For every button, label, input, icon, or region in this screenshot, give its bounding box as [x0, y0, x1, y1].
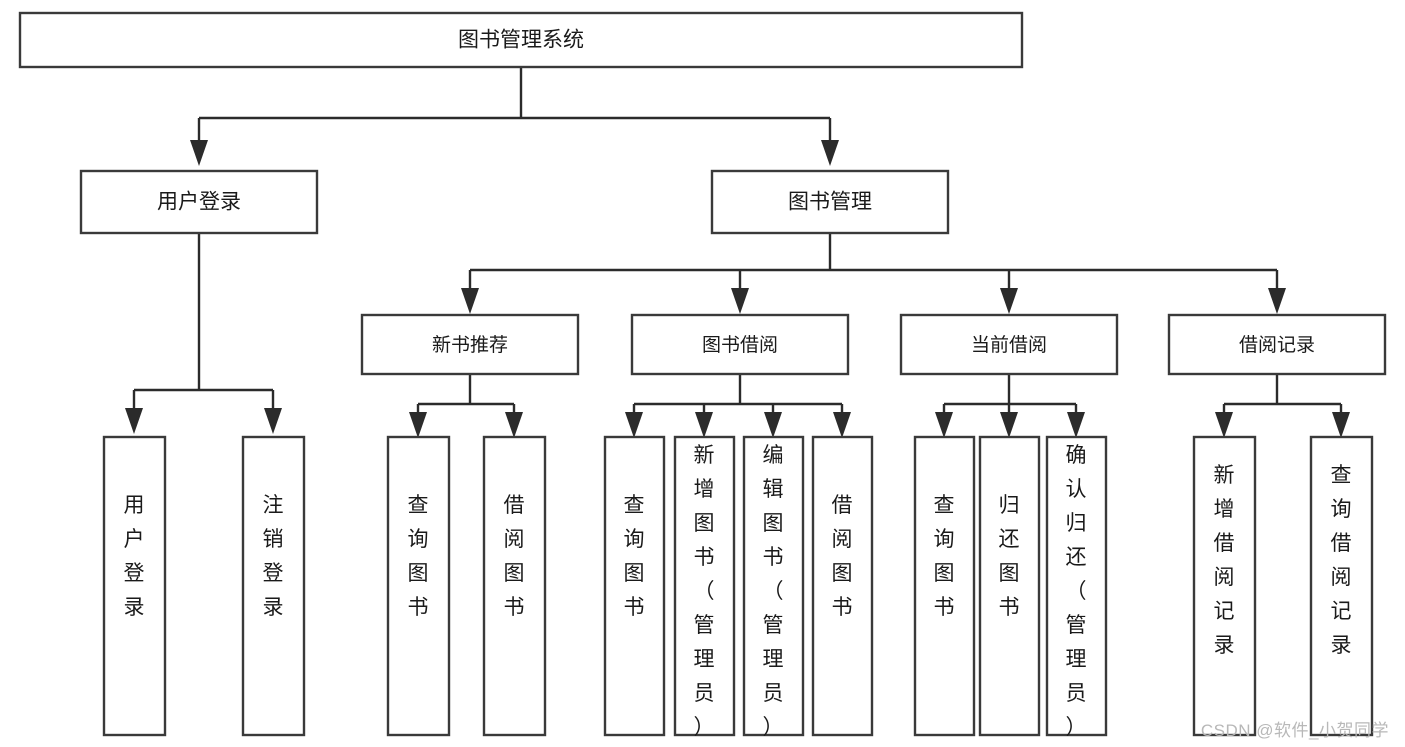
arrow-to-book-management: [821, 140, 839, 166]
leaf-edit-book-label: 编辑图书（管理员）: [763, 444, 784, 739]
arrow-to-leaf-query-book-1: [409, 412, 427, 438]
node-root[interactable]: 图书管理系统: [18, 11, 1024, 69]
leaf-query-book-2[interactable]: 查询图书: [603, 435, 666, 737]
leaf-logout[interactable]: 注销登录: [241, 435, 306, 737]
node-new-book-recommend-label: 新书推荐: [432, 334, 508, 356]
node-book-management[interactable]: 图书管理: [710, 169, 950, 235]
leaf-add-record-label: 新增借阅记录: [1214, 464, 1235, 657]
arrow-to-new-book-recommend: [461, 288, 479, 314]
node-user-login-label: 用户登录: [157, 191, 241, 214]
arrow-to-current-borrow: [1000, 288, 1018, 314]
connector-group-user-login: [125, 233, 282, 434]
arrow-to-leaf-logout: [264, 408, 282, 434]
connector-group-book-management: [461, 233, 1286, 314]
leaf-add-book[interactable]: 新增图书（管理员）: [673, 435, 736, 739]
node-current-borrow[interactable]: 当前借阅: [899, 313, 1119, 376]
connector-group-root: [190, 67, 839, 166]
node-book-management-label: 图书管理: [788, 191, 872, 214]
connector-group-current-borrow: [935, 374, 1085, 438]
connector-group-new-book-recommend: [409, 374, 523, 438]
leaf-query-book-3[interactable]: 查询图书: [913, 435, 976, 737]
arrow-to-leaf-add-record: [1215, 412, 1233, 438]
node-new-book-recommend[interactable]: 新书推荐: [360, 313, 580, 376]
leaf-edit-book[interactable]: 编辑图书（管理员）: [742, 435, 805, 739]
arrow-to-book-borrow: [731, 288, 749, 314]
arrow-to-leaf-query-book-3: [935, 412, 953, 438]
node-user-login[interactable]: 用户登录: [79, 169, 319, 235]
node-borrow-record[interactable]: 借阅记录: [1167, 313, 1387, 376]
leaf-query-book-3-label: 查询图书: [934, 494, 955, 619]
arrow-to-user-login: [190, 140, 208, 166]
leaf-user-login-label: 用户登录: [124, 494, 145, 619]
leaf-query-book-1-label: 查询图书: [408, 494, 429, 619]
arrow-to-leaf-confirm-return: [1067, 412, 1085, 438]
connector-group-book-borrow: [625, 374, 851, 438]
arrow-to-borrow-record: [1268, 288, 1286, 314]
arrow-to-leaf-borrow-book-2: [833, 412, 851, 438]
arrow-to-leaf-edit-book: [764, 412, 782, 438]
leaf-query-book-2-label: 查询图书: [624, 494, 645, 619]
arrow-to-leaf-query-book-2: [625, 412, 643, 438]
leaf-borrow-book-2[interactable]: 借阅图书: [811, 435, 874, 737]
leaf-query-book-1[interactable]: 查询图书: [386, 435, 451, 737]
arrow-to-leaf-user-login: [125, 408, 143, 434]
leaf-query-record-label: 查询借阅记录: [1331, 464, 1352, 657]
leaf-user-login[interactable]: 用户登录: [102, 435, 167, 737]
leaf-confirm-return[interactable]: 确认归还（管理员）: [1045, 435, 1108, 739]
node-root-label: 图书管理系统: [458, 29, 584, 52]
leaf-logout-label: 注销登录: [263, 494, 284, 619]
node-current-borrow-label: 当前借阅: [971, 334, 1047, 356]
arrow-to-leaf-query-record: [1332, 412, 1350, 438]
leaf-add-book-label: 新增图书（管理员）: [694, 444, 715, 739]
leaf-return-book-label: 归还图书: [999, 494, 1020, 619]
leaf-borrow-book-1[interactable]: 借阅图书: [482, 435, 547, 737]
node-borrow-record-label: 借阅记录: [1239, 334, 1315, 356]
leaf-add-record[interactable]: 新增借阅记录: [1192, 435, 1257, 737]
leaf-return-book[interactable]: 归还图书: [978, 435, 1041, 737]
leaf-borrow-book-2-label: 借阅图书: [832, 494, 853, 619]
leaf-query-record[interactable]: 查询借阅记录: [1309, 435, 1374, 737]
arrow-to-leaf-return-book: [1000, 412, 1018, 438]
arrow-to-leaf-add-book: [695, 412, 713, 438]
node-book-borrow-label: 图书借阅: [702, 334, 778, 356]
node-book-borrow[interactable]: 图书借阅: [630, 313, 850, 376]
arrow-to-leaf-borrow-book-1: [505, 412, 523, 438]
leaf-confirm-return-label: 确认归还（管理员）: [1066, 444, 1087, 739]
connector-group-borrow-record: [1215, 374, 1350, 438]
leaf-borrow-book-1-label: 借阅图书: [504, 494, 525, 619]
csdn-watermark: CSDN @软件_小贺同学: [1200, 721, 1389, 740]
